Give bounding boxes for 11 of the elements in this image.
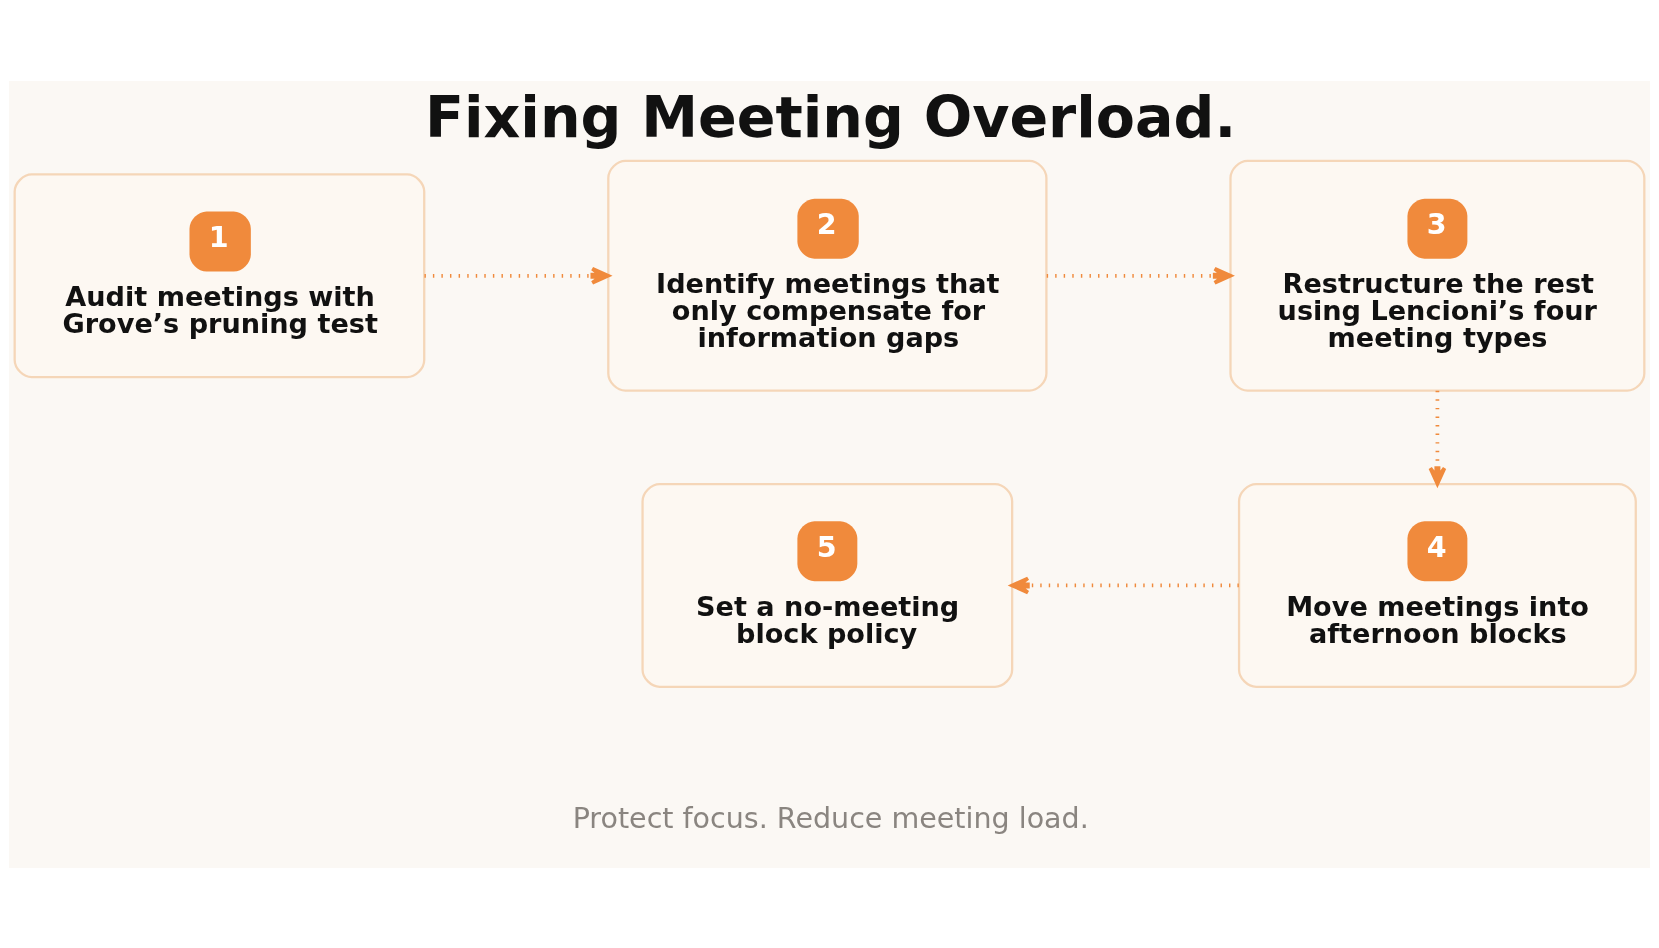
node-box: 3 Restructure the rest using Lencioni’s four meeting types xyxy=(1229,159,1646,392)
diagram-title: Fixing Meeting Overload. xyxy=(424,83,1237,150)
node-box: 2 Identify meetings that only compensate for information gaps xyxy=(607,159,1048,392)
arrow xyxy=(424,266,610,285)
node-box: 1 Audit meetings with Grove’s pruning test xyxy=(13,172,426,378)
caption: Protect focus. Reduce meeting load. xyxy=(572,801,1089,835)
node-box: 5 Set a no-meeting block policy xyxy=(641,482,1014,688)
arrow xyxy=(1046,266,1233,285)
node-box: 4 Move meetings into afternoon blocks xyxy=(1237,482,1637,688)
arrow xyxy=(1428,390,1447,486)
arrow xyxy=(1010,576,1239,594)
